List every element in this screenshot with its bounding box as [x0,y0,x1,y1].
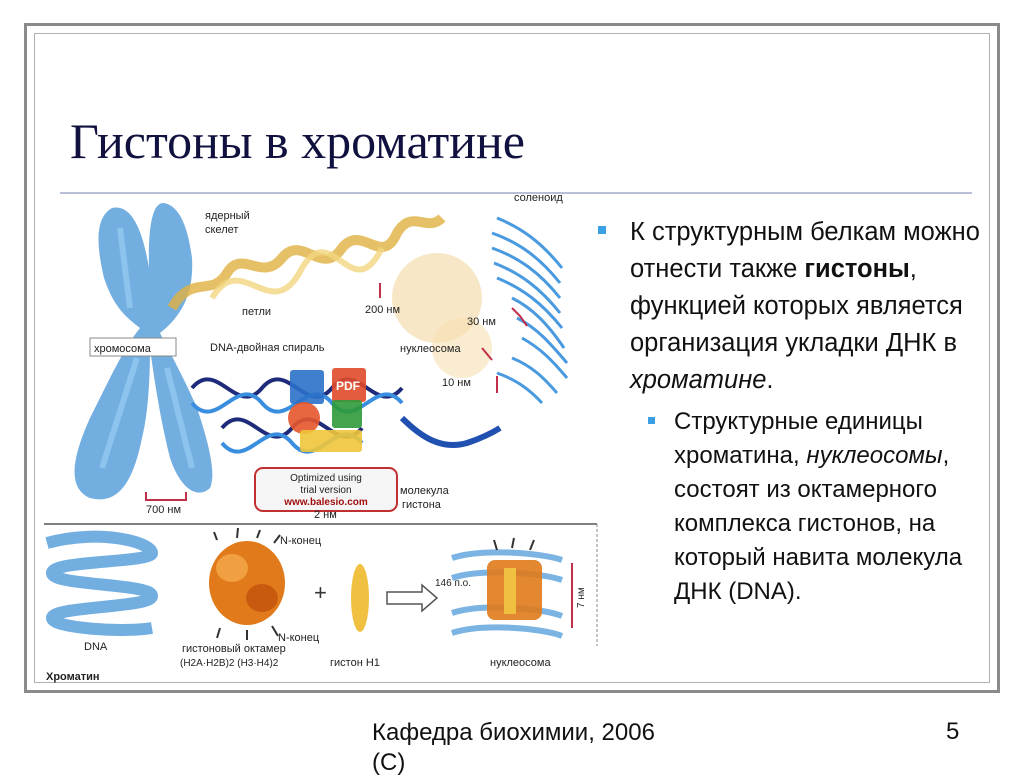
watermark-line3: www.balesio.com [283,497,368,508]
label-30nm: 30 нм [467,316,496,328]
office-icons: PDF [288,368,366,452]
scale-marks [145,283,528,501]
slide-footer: Кафедра биохимии, 2006 (С) [372,719,655,776]
slide-title: Гистоны в хроматине [70,113,525,169]
bullet1-text-1: К структурным белкам можно отнести также [630,218,980,283]
label-chromosome: хромосома [94,343,152,355]
label-nuclear-skeleton-2: скелет [205,224,238,236]
bullet1-bold: гистоны [804,255,910,283]
histone-octamer [209,527,285,640]
bullet1-text-3: . [766,366,774,394]
chromatin-fiber [167,213,446,311]
pdf-badge: PDF [336,379,360,393]
dna-coil [45,530,159,636]
label-nucleosome: нуклеосома [400,343,461,355]
label-nucleosome-bottom: нуклеосома [490,657,551,669]
watermark-line2: trial version [300,485,351,496]
label-n-end-top: N-конец [280,535,322,547]
bullet-item-2: Структурные единицы хроматина, нуклеосом… [598,405,990,609]
label-histone-molecule-2: гистона [402,499,442,511]
slide-inner-border [34,33,990,683]
bullet1-text-2: , функцией которых является организация … [630,255,963,357]
figure-labels: ядерный скелет соленоид петли 200 нм 30 … [89,192,563,521]
label-solenoid: соленоид [514,192,563,204]
label-146po: 146 п.о. [435,578,471,589]
arrow-icon [386,583,439,613]
title-underline [60,192,972,194]
nucleosome-cluster-2 [432,318,492,378]
bottom-labels: N-конец N-конец DNA гистоновый октамер (… [46,535,587,683]
bullet-marker [598,226,606,234]
sub-bullet-marker [648,417,655,424]
label-dna: DNA [84,641,108,653]
label-octamer-formula: (H2A·H2B)2 (H3·H4)2 [180,658,279,669]
label-loops: петли [242,306,271,318]
label-n-end-bottom: N-конец [278,632,320,644]
label-700nm: 700 нм [146,504,181,516]
trial-watermark: Optimized using trial version www.balesi… [254,467,398,512]
page-number: 5 [946,718,960,745]
bullet2-text-2: , состоят из октамерного комплекса гисто… [674,442,963,605]
label-histone-molecule-1: молекула [400,485,450,497]
label-dna-helix: DNA-двойная спираль [210,342,325,354]
bullet2-text-1: Структурные единицы хроматина, [674,408,923,469]
label-2nm: 2 нм [314,509,337,521]
label-histone-h1: гистон H1 [330,657,380,669]
chromatin-figure: PDF Optimized using trial version www.ba… [44,192,598,683]
bullet1-italic: хроматине [630,366,767,394]
solenoid-image [491,216,569,405]
label-7nm: 7 нм [576,587,587,608]
label-chromatin: Хроматин [46,671,100,683]
histone-h1-shape [351,564,369,632]
label-nuclear-skeleton-1: ядерный [205,210,250,222]
plus-sign-2: + [314,580,327,605]
watermark-line1: Optimized using [290,473,362,484]
bullet-item-1: К структурным белкам можно отнести также… [598,214,990,399]
label-200nm: 200 нм [365,304,400,316]
label-octamer: гистоновый октамер [182,643,286,655]
label-10nm: 10 нм [442,377,471,389]
bullet-list: К структурным белкам можно отнести также… [598,214,990,609]
bullet2-italic: нуклеосомы [806,442,943,469]
slide-outer-border [24,23,1000,693]
nucleosome-model [451,537,573,639]
